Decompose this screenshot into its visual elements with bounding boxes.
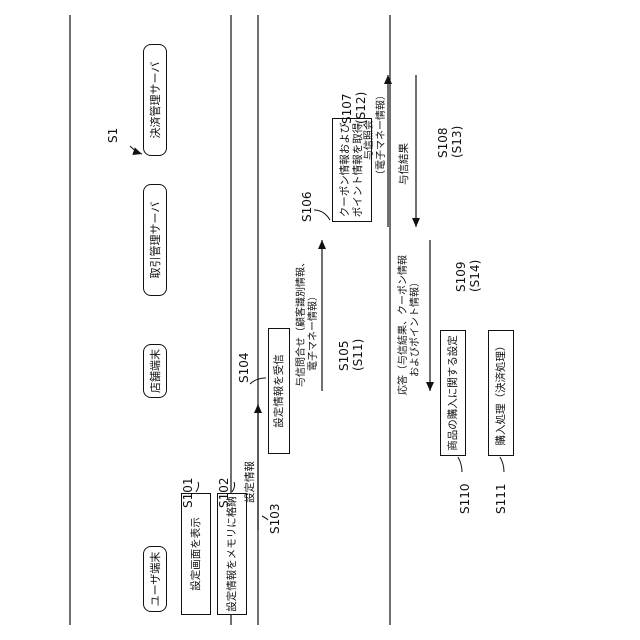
leader-s102 <box>232 482 235 492</box>
leader-s106 <box>314 210 330 220</box>
leader-s110 <box>458 457 462 472</box>
leader-s101 <box>196 482 199 492</box>
leader-s103 <box>262 516 268 520</box>
leader-s104 <box>250 378 266 384</box>
leader-s111 <box>500 457 504 472</box>
